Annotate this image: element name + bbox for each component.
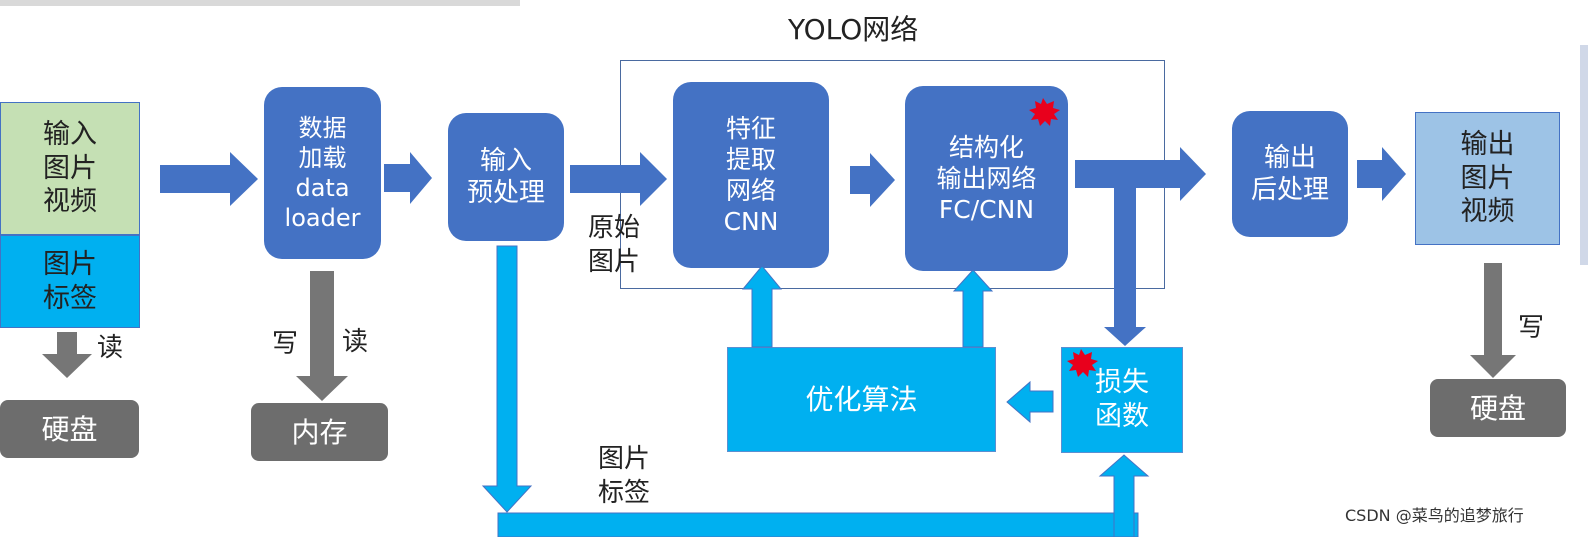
arrow-labels-up-to-loss — [1098, 454, 1150, 537]
cropped-header-strip — [0, 0, 520, 6]
label-path-bottom-bar — [497, 512, 1139, 537]
arrow-input-to-disk — [42, 332, 92, 378]
output-images-video-box: 输出 图片 视频 — [1415, 112, 1560, 245]
preprocess-box: 输入 预处理 — [448, 113, 564, 241]
read-label-left: 读 — [97, 333, 124, 363]
image-label-label: 图片 标签 — [598, 444, 651, 508]
data-loader-box: 数据 加载 data loader — [264, 87, 381, 259]
raw-image-label: 原始 图片 — [588, 213, 641, 277]
disk-left-box: 硬盘 — [0, 400, 139, 458]
write-label-memory: 写 — [272, 329, 299, 359]
arrow-loss-to-optimizer — [1006, 380, 1054, 424]
feature-extraction-box: 特征 提取 网络 CNN — [673, 82, 829, 268]
arrow-structured-to-loss — [1104, 188, 1146, 346]
right-edge-fragment — [1580, 45, 1588, 265]
arrow-loader-to-memory — [296, 271, 348, 401]
arrow-input-to-loader — [160, 152, 258, 206]
input-images-video-box: 输入 图片 视频 — [0, 102, 140, 235]
arrow-loader-to-preprocess — [384, 152, 432, 204]
yolo-network-title: YOLO网络 — [788, 13, 919, 46]
burst-icon-structured — [1029, 98, 1060, 126]
memory-box: 内存 — [251, 403, 388, 461]
arrow-feature-to-structured — [850, 153, 895, 207]
image-labels-box: 图片 标签 — [0, 235, 140, 328]
arrow-optimizer-to-structured — [952, 269, 994, 348]
arrow-structured-to-postprocess — [1075, 147, 1206, 201]
watermark: CSDN @菜鸟的追梦旅行 — [1345, 506, 1524, 525]
arrow-preprocess-labels-down — [481, 245, 533, 513]
postprocess-box: 输出 后处理 — [1232, 111, 1348, 237]
arrow-postprocess-to-output — [1357, 147, 1406, 201]
write-label-right: 写 — [1518, 313, 1545, 343]
disk-right-box: 硬盘 — [1430, 379, 1566, 437]
arrow-preprocess-to-feature — [570, 152, 667, 206]
arrow-output-to-disk — [1470, 263, 1516, 378]
burst-icon-loss — [1067, 349, 1098, 377]
read-label-memory: 读 — [342, 327, 369, 357]
arrow-optimizer-to-feature — [741, 265, 783, 348]
optimizer-box: 优化算法 — [727, 347, 996, 452]
